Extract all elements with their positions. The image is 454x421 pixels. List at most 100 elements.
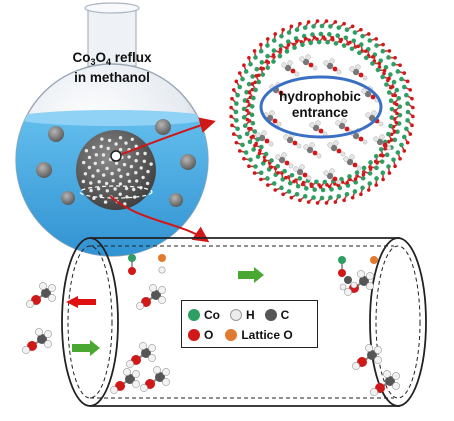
oxygen-atom: [259, 43, 263, 47]
pore-dot: [82, 180, 85, 183]
oxygen-atom: [359, 192, 363, 196]
oxygen-atom: [333, 67, 338, 72]
pore-dot: [119, 182, 122, 185]
cobalt-atom: [390, 107, 395, 112]
cobalt-atom: [234, 118, 239, 123]
cobalt-atom: [374, 176, 379, 181]
oxygen-atom: [381, 154, 385, 158]
oxygen-atom: [408, 88, 412, 92]
oxygen-atom: [235, 141, 239, 145]
hydrogen-atom: [44, 340, 51, 347]
cobalt-atom: [243, 123, 248, 128]
legend-label-lattice-o: Lattice O: [241, 328, 292, 342]
oxygen-atom: [128, 267, 136, 275]
hydrogen-atom: [297, 144, 301, 148]
cobalt-atom: [288, 181, 293, 186]
oxygen-atom: [375, 161, 379, 165]
hydrogen-atom: [44, 330, 51, 337]
cobalt-atom: [360, 34, 365, 39]
hydrogen-atom: [366, 282, 373, 289]
oxygen-atom: [276, 171, 280, 175]
oxygen-atom: [238, 71, 242, 75]
cobalt-atom: [391, 157, 396, 162]
oxygen-atom: [351, 25, 355, 29]
flask-label-line1: Co3O4 reflux: [52, 50, 172, 70]
cobalt-atom: [235, 126, 240, 131]
hydrogen-atom: [316, 121, 321, 126]
hydrogen-atom: [310, 143, 315, 148]
particle: [61, 191, 75, 205]
cobalt-atom: [259, 171, 264, 176]
cobalt-atom: [251, 147, 256, 152]
cobalt-atom: [255, 67, 260, 72]
cobalt-atom: [248, 157, 253, 162]
hydrogen-atom: [365, 344, 372, 351]
cobalt-atom: [311, 195, 316, 200]
cobalt-atom: [272, 38, 277, 43]
pore-dot: [104, 200, 107, 203]
hydrogen-atom: [48, 294, 55, 301]
pore-dot: [140, 166, 143, 169]
cobalt-atom: [338, 256, 346, 264]
pore-dot: [88, 156, 91, 159]
oxygen-atom: [411, 106, 415, 110]
hydrogen-atom: [363, 76, 367, 80]
pore-dot: [112, 179, 115, 182]
hydrogen-atom: [307, 176, 311, 180]
hydrogen-atom: [262, 131, 267, 136]
oxygen-atom: [374, 37, 378, 41]
oxygen-atom: [359, 73, 364, 78]
oxygen-atom: [247, 127, 251, 131]
hydrogen-atom: [136, 302, 143, 309]
hydrogen-atom: [26, 300, 33, 307]
cobalt-atom: [234, 110, 239, 115]
hydrogen-atom: [39, 282, 46, 289]
cobalt-atom: [261, 72, 266, 77]
pore-dot: [143, 160, 146, 163]
oxygen-atom: [247, 164, 251, 168]
hydrogen-atom: [380, 135, 385, 140]
oxygen-atom: [263, 159, 267, 163]
oxygen-atom: [298, 22, 302, 26]
hydrogen-atom: [282, 63, 287, 68]
oxygen-atom: [408, 132, 412, 136]
oxygen-atom: [279, 48, 283, 52]
cobalt-atom: [265, 43, 270, 48]
hydrogen-atom: [132, 370, 139, 377]
cobalt-atom: [253, 55, 258, 60]
cobalt-atom: [370, 61, 375, 66]
oxygen-atom: [232, 88, 236, 92]
hydrogen-atom: [374, 356, 381, 363]
oxygen-atom: [381, 178, 385, 182]
cobalt-atom: [303, 25, 308, 30]
hydrogen-atom: [289, 164, 293, 168]
cobalt-atom: [379, 147, 384, 152]
cobalt-atom: [251, 96, 256, 101]
hydrogen-atom: [256, 133, 261, 138]
pore-dot: [124, 141, 127, 144]
hydrogen-atom: [363, 140, 367, 144]
oxygen-atom: [291, 69, 296, 74]
cobalt-atom: [279, 34, 284, 39]
oxygen-atom: [388, 171, 392, 175]
pore-dot: [135, 179, 138, 182]
oxygen-atom: [258, 152, 262, 156]
pore-dot: [134, 159, 137, 162]
oxygen-atom: [322, 35, 326, 39]
cobalt-atom: [399, 77, 404, 82]
oxygen-atom: [316, 19, 320, 23]
cobalt-atom: [287, 30, 292, 35]
cobalt-atom: [350, 46, 355, 51]
cobalt-atom: [253, 88, 258, 93]
pore-dot: [146, 170, 149, 173]
pore-dot: [114, 142, 117, 145]
methanol-molecule: [140, 366, 169, 391]
hydrogen-atom: [350, 155, 355, 160]
oxygen-atom: [393, 94, 397, 98]
oxygen-atom: [295, 40, 299, 44]
hydrogen-atom: [295, 72, 299, 76]
cobalt-atom: [399, 143, 404, 148]
hydrogen-atom: [110, 386, 117, 393]
hydrogen-atom: [313, 66, 317, 70]
cobalt-atom: [259, 49, 264, 54]
